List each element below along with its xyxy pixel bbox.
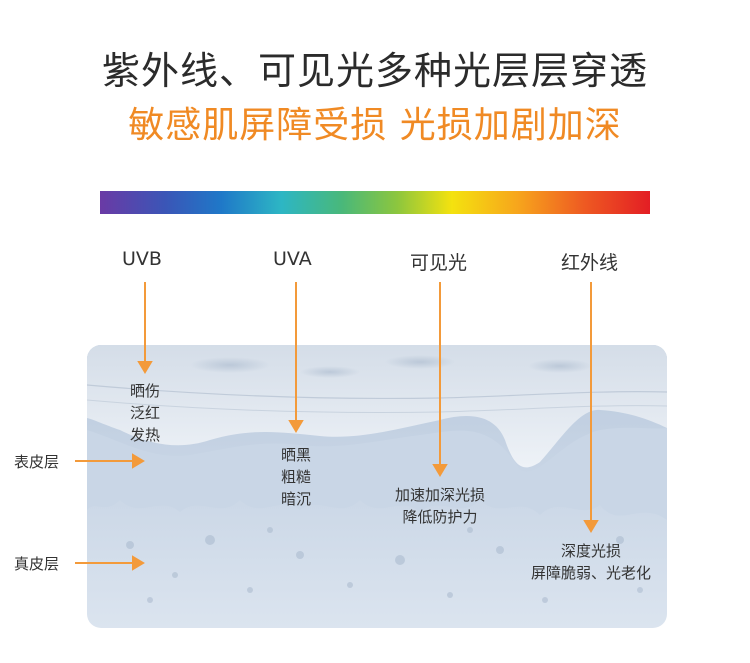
headline: 紫外线、可见光多种光层层穿透: [101, 49, 648, 93]
uva-effects: 晒黑 粗糙 暗沉: [273, 444, 319, 510]
ray-label-uva: UVA: [273, 248, 312, 270]
ray-label-uvb: UVB: [122, 248, 162, 270]
effect-text: 加速加深光损: [394, 486, 485, 504]
effect-text: 晒伤: [129, 382, 160, 400]
effect-text: 降低防护力: [402, 508, 478, 526]
uvb-effects: 晒伤 泛红 发热: [122, 380, 168, 446]
ray-label-visible-light: 可见光: [410, 252, 468, 274]
light-spectrum-bar: [100, 191, 650, 214]
visible-light-effects: 加速加深光损 降低防护力: [380, 484, 500, 528]
uva-arrowhead: [288, 420, 304, 433]
ray-label-infrared: 红外线: [561, 252, 619, 274]
epidermis-layer: [87, 427, 667, 520]
infrared-arrowhead: [583, 520, 599, 533]
effect-text: 泛红: [129, 404, 160, 422]
uvb-arrowhead: [137, 361, 153, 374]
effect-text: 发热: [129, 426, 160, 444]
effect-text: 粗糙: [280, 468, 311, 486]
infrared-effects: 深度光损 屏障脆弱、光老化: [516, 540, 666, 584]
effect-text: 晒黑: [280, 446, 311, 464]
epidermis-pointer-arrowhead: [132, 453, 145, 469]
ray-arrows: [75, 282, 599, 571]
subheadline: 敏感肌屏障受损 光损加剧加深: [128, 105, 622, 146]
layer-label-dermis: 真皮层: [14, 555, 60, 573]
stratum-corneum: [87, 345, 667, 468]
dermis-pointer-arrowhead: [132, 555, 145, 571]
visible-light-arrowhead: [432, 464, 448, 477]
effect-text: 屏障脆弱、光老化: [530, 564, 651, 582]
layer-label-epidermis: 表皮层: [14, 453, 60, 471]
effect-text: 暗沉: [280, 490, 311, 508]
effect-text: 深度光损: [560, 542, 621, 560]
